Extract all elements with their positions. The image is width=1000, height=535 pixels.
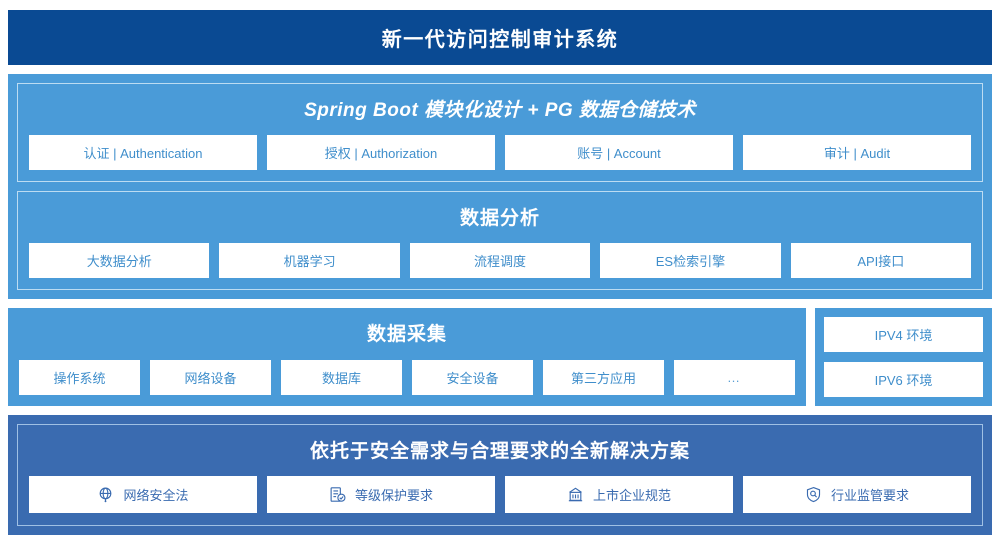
item-audit[interactable]: 审计 | Audit: [743, 135, 971, 170]
item-account[interactable]: 账号 | Account: [505, 135, 733, 170]
item-machine-learning[interactable]: 机器学习: [219, 243, 400, 278]
platform-panel: Spring Boot 模块化设计 + PG 数据仓储技术 认证 | Authe…: [8, 74, 992, 299]
collection-row: 数据采集 操作系统 网络设备 数据库 安全设备 第三方应用 … IPV4 环境 …: [8, 308, 992, 406]
item-label: 上市企业规范: [592, 488, 671, 503]
section-title-data-collection: 数据采集: [366, 324, 447, 345]
item-label: 网络安全法: [123, 488, 189, 503]
item-label: 等级保护要求: [354, 488, 433, 503]
section-title-data-analysis: 数据分析: [459, 208, 540, 229]
item-network-device[interactable]: 网络设备: [150, 360, 271, 395]
item-graded-protection[interactable]: 等级保护要求: [267, 476, 495, 513]
compliance-panel: 依托于安全需求与合理要求的全新解决方案 网络安全法: [8, 415, 992, 535]
item-api-interface[interactable]: API接口: [790, 243, 972, 278]
item-authentication[interactable]: 认证 | Authentication: [29, 135, 257, 170]
globe-network-icon: [97, 486, 114, 503]
section-title-compliance: 依托于安全需求与合理要求的全新解决方案: [309, 441, 690, 462]
shield-search-icon: [805, 486, 822, 503]
section-title-spring-boot: Spring Boot 模块化设计 + PG 数据仓储技术: [304, 100, 696, 121]
page-title: 新一代访问控制审计系统: [381, 29, 619, 51]
item-industry-supervision[interactable]: 行业监管要求: [743, 476, 971, 513]
data-collection-item-row: 操作系统 网络设备 数据库 安全设备 第三方应用 …: [19, 360, 795, 395]
item-ipv6-environment[interactable]: IPV6 环境: [824, 362, 983, 397]
compliance-item-row: 网络安全法 等级保护要求: [29, 476, 971, 513]
item-label: 行业监管要求: [830, 488, 909, 503]
item-more-ellipsis[interactable]: …: [674, 360, 795, 395]
item-cybersecurity-law[interactable]: 网络安全法: [29, 476, 257, 513]
item-process-scheduling[interactable]: 流程调度: [409, 243, 591, 278]
item-security-device[interactable]: 安全设备: [412, 360, 533, 395]
section-data-collection: 数据采集 操作系统 网络设备 数据库 安全设备 第三方应用 …: [8, 308, 806, 406]
bank-building-icon: [567, 486, 584, 503]
section-data-analysis: 数据分析 大数据分析 机器学习 流程调度 ES检索引擎 API接口: [17, 191, 983, 290]
item-listed-company-standard[interactable]: 上市企业规范: [505, 476, 733, 513]
item-es-search-engine[interactable]: ES检索引擎: [600, 243, 781, 278]
data-analysis-item-row: 大数据分析 机器学习 流程调度 ES检索引擎 API接口: [29, 243, 972, 278]
item-database[interactable]: 数据库: [281, 360, 402, 395]
spring-boot-item-row: 认证 | Authentication 授权 | Authorization 账…: [29, 135, 971, 170]
item-big-data-analysis[interactable]: 大数据分析: [29, 243, 210, 278]
item-authorization[interactable]: 授权 | Authorization: [267, 135, 495, 170]
document-check-icon: [329, 486, 346, 503]
item-ipv4-environment[interactable]: IPV4 环境: [824, 317, 983, 352]
item-third-party-app[interactable]: 第三方应用: [543, 360, 664, 395]
item-operating-system[interactable]: 操作系统: [19, 360, 140, 395]
section-spring-boot: Spring Boot 模块化设计 + PG 数据仓储技术 认证 | Authe…: [17, 83, 983, 182]
header-banner: 新一代访问控制审计系统: [8, 10, 992, 65]
environment-panel: IPV4 环境 IPV6 环境: [815, 308, 992, 406]
compliance-inner: 依托于安全需求与合理要求的全新解决方案 网络安全法: [17, 424, 983, 526]
